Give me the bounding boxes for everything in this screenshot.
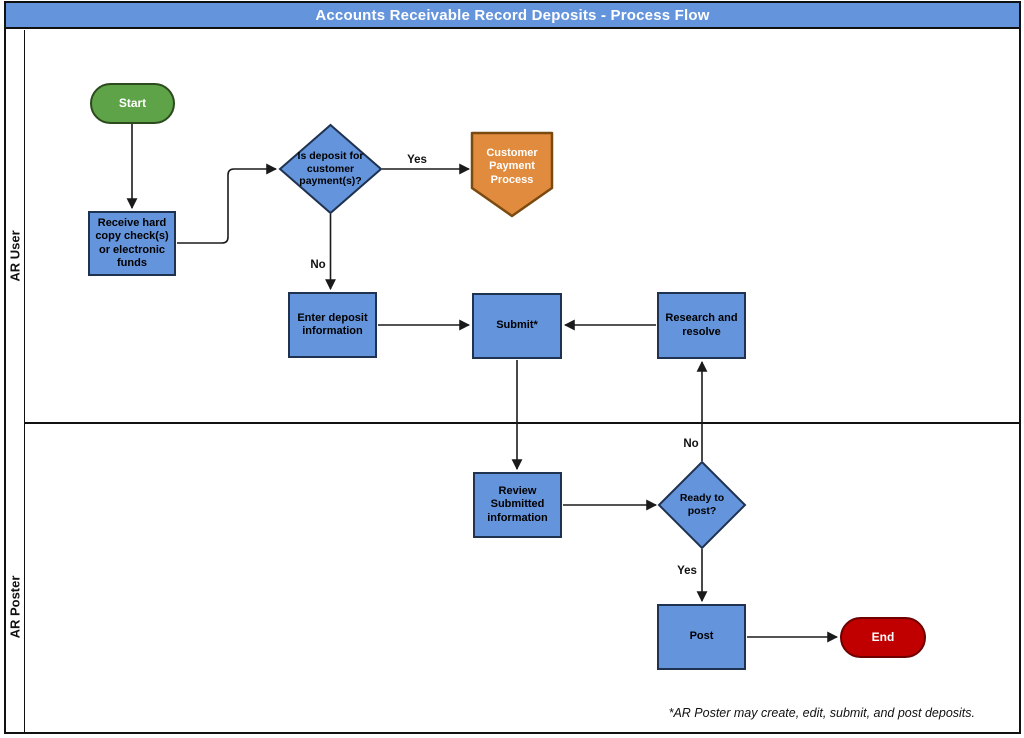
page-title: Accounts Receivable Record Deposits - Pr… — [315, 6, 710, 24]
decision-is-deposit-shape — [278, 123, 383, 215]
post-node: Post — [657, 604, 746, 670]
start-node: Start — [90, 83, 175, 124]
research-resolve-label: Research and resolve — [665, 312, 738, 338]
review-submitted-node: Review Submitted information — [473, 472, 562, 538]
footnote: *AR Poster may create, edit, submit, and… — [668, 706, 975, 720]
title-bar: Accounts Receivable Record Deposits - Pr… — [6, 3, 1019, 29]
submit-node: Submit* — [472, 293, 562, 359]
edge-label-yes-ready: Yes — [677, 565, 697, 577]
receive-checks-node: Receive hard copy check(s) or electronic… — [88, 211, 176, 276]
edge-label-yes-deposit: Yes — [407, 154, 427, 166]
end-node-label: End — [871, 630, 895, 645]
lane-divider — [25, 422, 1019, 424]
receive-checks-label: Receive hard copy check(s) or electronic… — [95, 217, 169, 269]
edge-label-no-deposit: No — [310, 259, 326, 271]
lane-label-column: AR User AR Poster — [6, 29, 25, 732]
research-resolve-node: Research and resolve — [657, 292, 746, 359]
offpage-customer-payment-shape — [470, 131, 554, 218]
decision-ready-to-post-shape — [657, 460, 747, 550]
enter-deposit-node: Enter deposit information — [288, 292, 377, 358]
post-label: Post — [689, 630, 714, 643]
edge-label-no-ready: No — [683, 438, 699, 450]
submit-label: Submit* — [496, 319, 538, 332]
review-submitted-label: Review Submitted information — [487, 485, 548, 524]
start-node-label: Start — [118, 96, 147, 111]
connector-receive-to-decision — [177, 163, 278, 244]
end-node: End — [840, 617, 926, 658]
enter-deposit-label: Enter deposit information — [297, 311, 368, 337]
